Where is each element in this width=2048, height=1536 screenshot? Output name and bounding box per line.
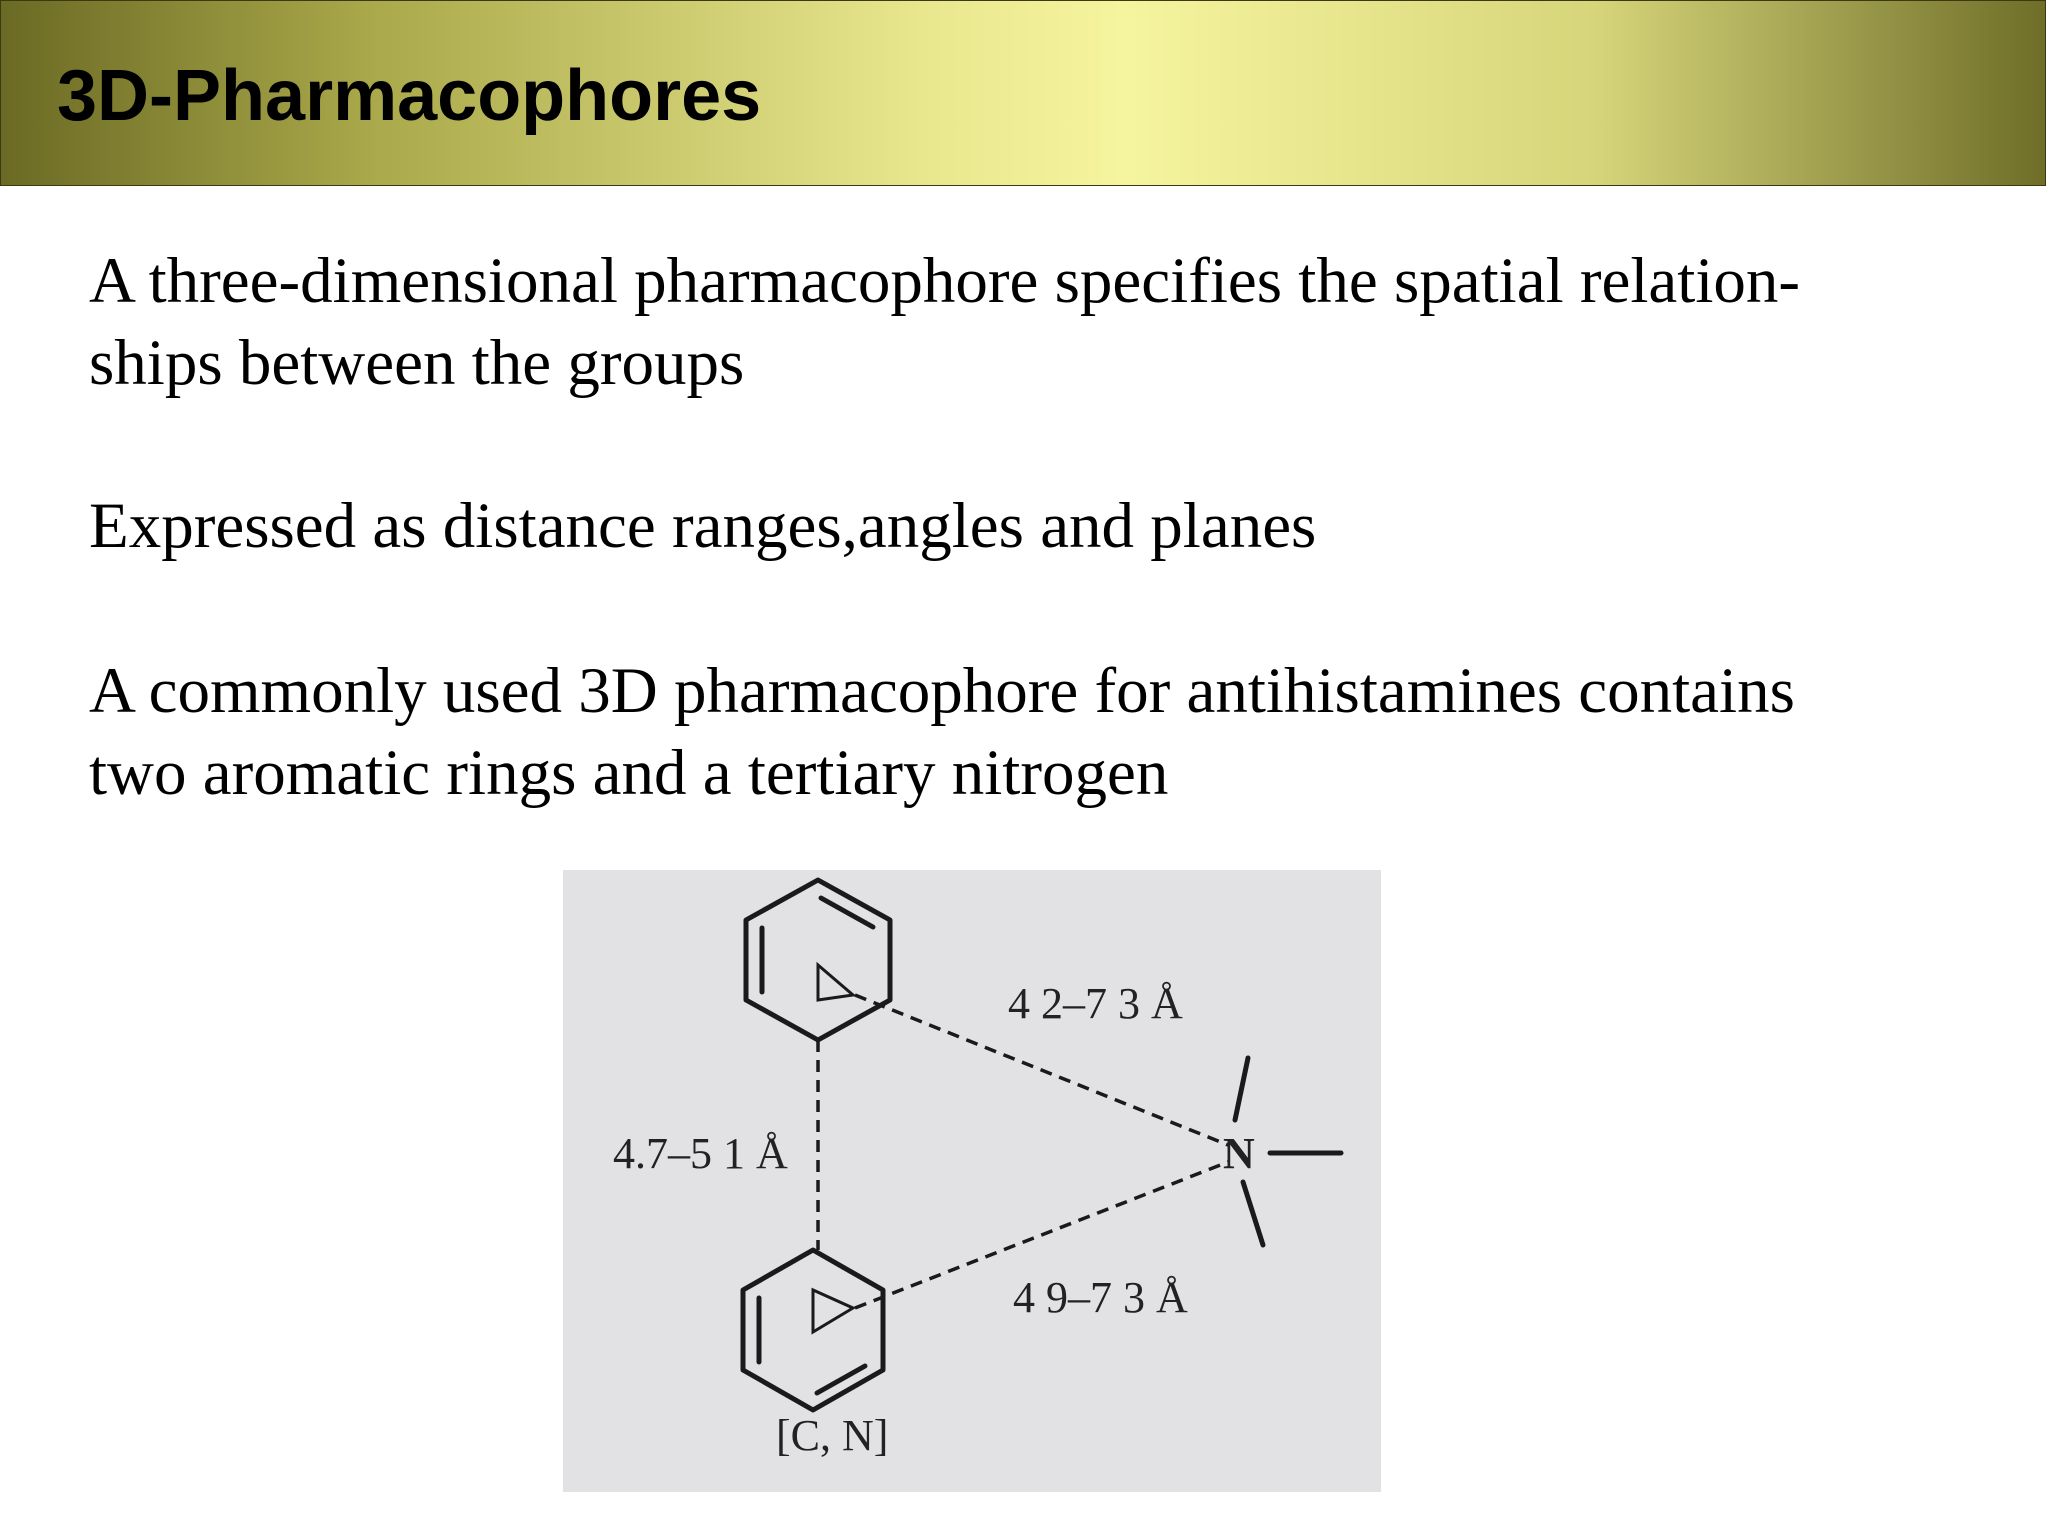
pharmacophore-figure: 4.7–5 1 Å 4 2–7 3 Å 4 9–7 3 Å N [C, N]: [563, 870, 1381, 1492]
paragraph-line: ships between the groups: [89, 327, 745, 399]
pharmacophore-diagram: 4.7–5 1 Å 4 2–7 3 Å 4 9–7 3 Å N [C, N]: [613, 877, 1344, 1460]
ring-atom-label: [C, N]: [776, 1411, 888, 1460]
distance-label-ring1-nitrogen: 4 2–7 3 Å: [1008, 979, 1183, 1028]
nitrogen-bond-down: [1240, 1179, 1266, 1248]
distance-line-ring1-nitrogen: [854, 993, 1229, 1147]
paragraph-antihistamines: A commonly used 3D pharmacophore for ant…: [89, 650, 1989, 814]
ring-bottom-centroid-marker: [811, 1287, 857, 1335]
ring-top-double-bond: [818, 895, 876, 930]
aromatic-ring-bottom: [740, 1247, 886, 1413]
distance-line-ring2-nitrogen: [854, 1160, 1229, 1310]
paragraph-line: A commonly used 3D pharmacophore for ant…: [89, 655, 1795, 727]
distance-label-ring-ring: 4.7–5 1 Å: [613, 1129, 788, 1178]
title-bar: 3D-Pharmacophores: [0, 0, 2046, 186]
nitrogen-bond-up: [1232, 1055, 1251, 1123]
paragraph-line: Expressed as distance ranges,angles and …: [89, 490, 1317, 562]
slide-title: 3D-Pharmacophores: [57, 56, 762, 136]
paragraph-spatial-relationships: A three-dimensional pharmacophore specif…: [89, 240, 1989, 404]
distance-label-ring2-nitrogen: 4 9–7 3 Å: [1013, 1273, 1188, 1322]
paragraph-line: A three-dimensional pharmacophore specif…: [89, 245, 1801, 317]
aromatic-ring-top: [743, 877, 893, 1043]
paragraph-line: two aromatic rings and a tertiary nitrog…: [89, 737, 1169, 809]
ring-bottom-double-bond: [814, 1363, 868, 1396]
paragraph-expressed-as: Expressed as distance ranges,angles and …: [89, 485, 1989, 567]
ring-top-centroid-marker: [816, 961, 857, 1002]
nitrogen-atom-label: N: [1223, 1129, 1255, 1178]
